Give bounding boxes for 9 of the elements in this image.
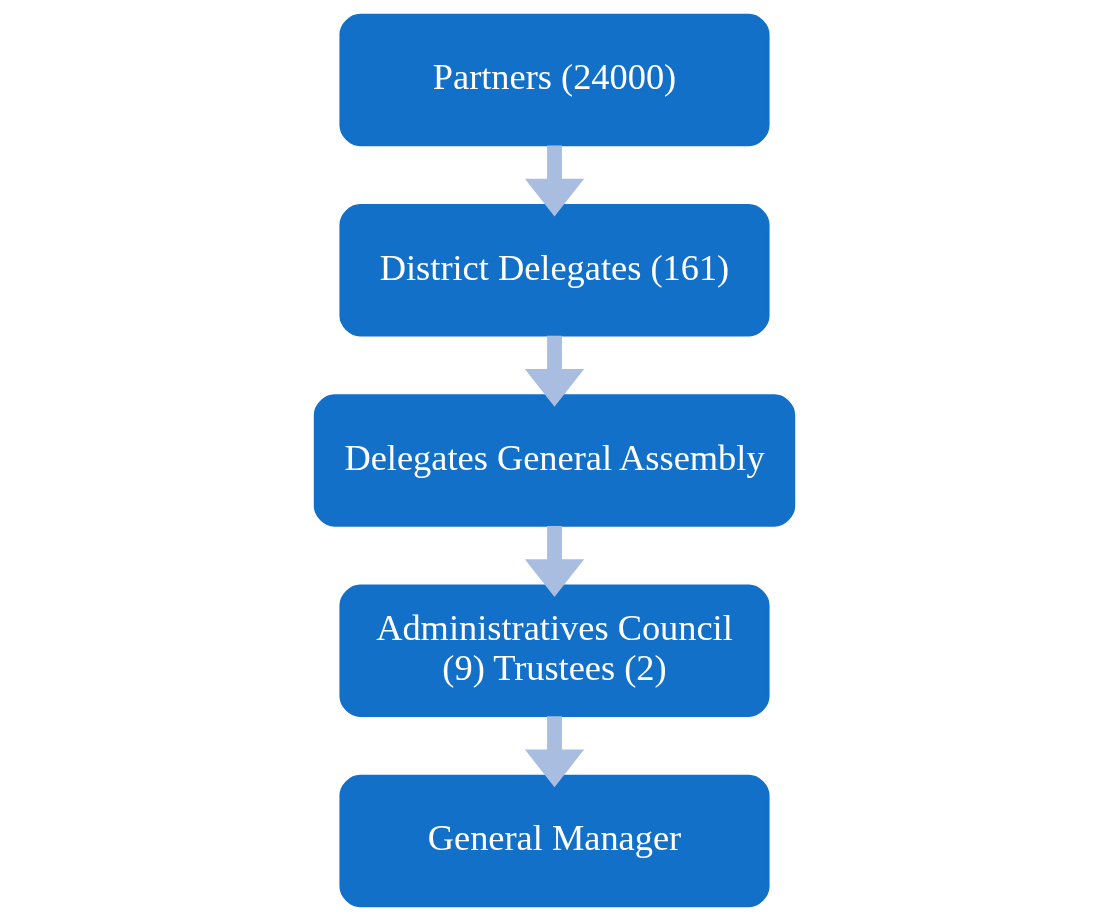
arrow <box>524 716 585 788</box>
arrow <box>524 335 585 407</box>
arrow <box>524 525 585 597</box>
node-box: Delegates General Assembly <box>313 394 796 527</box>
node-box: Administratives Council (9) Trustees (2) <box>339 584 770 717</box>
node-box: General Manager <box>339 774 770 908</box>
node-box: District Delegates (161) <box>339 204 770 337</box>
arrow <box>524 145 585 217</box>
node-box: Partners (24000) <box>339 13 770 147</box>
